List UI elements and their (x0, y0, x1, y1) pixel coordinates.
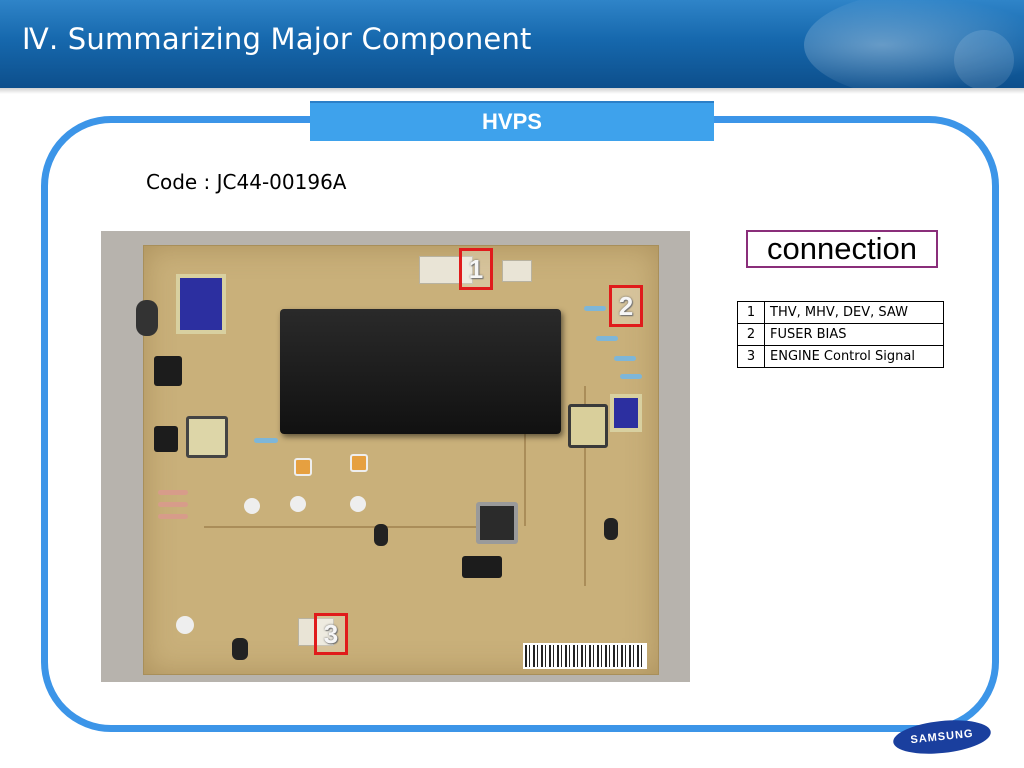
trimmer-pot (244, 498, 260, 514)
connector-2 (502, 260, 532, 282)
circuit-board (136, 245, 659, 675)
board-trace (524, 346, 526, 526)
trimmer-pot (290, 496, 306, 512)
marker-1: 1 (459, 248, 493, 290)
resistor (158, 502, 188, 507)
regulator (154, 356, 182, 386)
table-row: 2 FUSER BIAS (737, 323, 944, 346)
resistor (254, 438, 278, 443)
slide-title: Ⅳ. Summarizing Major Component (22, 22, 532, 56)
resistor (584, 306, 606, 311)
capacitor (374, 524, 388, 546)
connector-1 (419, 256, 473, 284)
board-trace (584, 386, 586, 586)
transformer (176, 274, 226, 334)
connection-description: ENGINE Control Signal (764, 345, 944, 368)
capacitor (136, 300, 158, 336)
connection-description: THV, MHV, DEV, SAW (764, 301, 944, 324)
connection-number: 2 (737, 323, 765, 346)
table-row: 1 THV, MHV, DEV, SAW (737, 301, 944, 324)
capacitor (232, 638, 248, 660)
relay (154, 426, 178, 452)
connection-number: 1 (737, 301, 765, 324)
resistor (158, 514, 188, 519)
resistor (158, 490, 188, 495)
capacitor (604, 518, 618, 540)
resistor (614, 356, 636, 361)
connection-heading: connection (746, 230, 938, 268)
table-row: 3 ENGINE Control Signal (737, 345, 944, 368)
board-trace (204, 526, 504, 528)
marker-3: 3 (314, 613, 348, 655)
transformer-small (186, 416, 228, 458)
transformer (610, 394, 642, 432)
header-swoosh (804, 0, 1024, 88)
marker-2: 2 (609, 285, 643, 327)
transformer-small (568, 404, 608, 448)
resistor (596, 336, 618, 341)
title-bar: Ⅳ. Summarizing Major Component (0, 0, 1024, 88)
barcode-label (523, 643, 647, 669)
trimmer-pot (176, 616, 194, 634)
trimmer-pot (294, 458, 312, 476)
part-code-label: Code : JC44-00196A (146, 170, 347, 194)
connection-number: 3 (737, 345, 765, 368)
hv-module-cover (280, 309, 561, 434)
header-swoosh-accent (954, 30, 1014, 88)
section-tab: HVPS (310, 101, 714, 141)
header-shadow (0, 88, 1024, 94)
connection-description: FUSER BIAS (764, 323, 944, 346)
trimmer-pot (350, 496, 366, 512)
switch (476, 502, 518, 544)
trimmer-pot (350, 454, 368, 472)
resistor (620, 374, 642, 379)
ic-chip (462, 556, 502, 578)
hvps-board-photo: 1 2 3 (101, 231, 690, 682)
connection-table: 1 THV, MHV, DEV, SAW 2 FUSER BIAS 3 ENGI… (737, 301, 944, 368)
